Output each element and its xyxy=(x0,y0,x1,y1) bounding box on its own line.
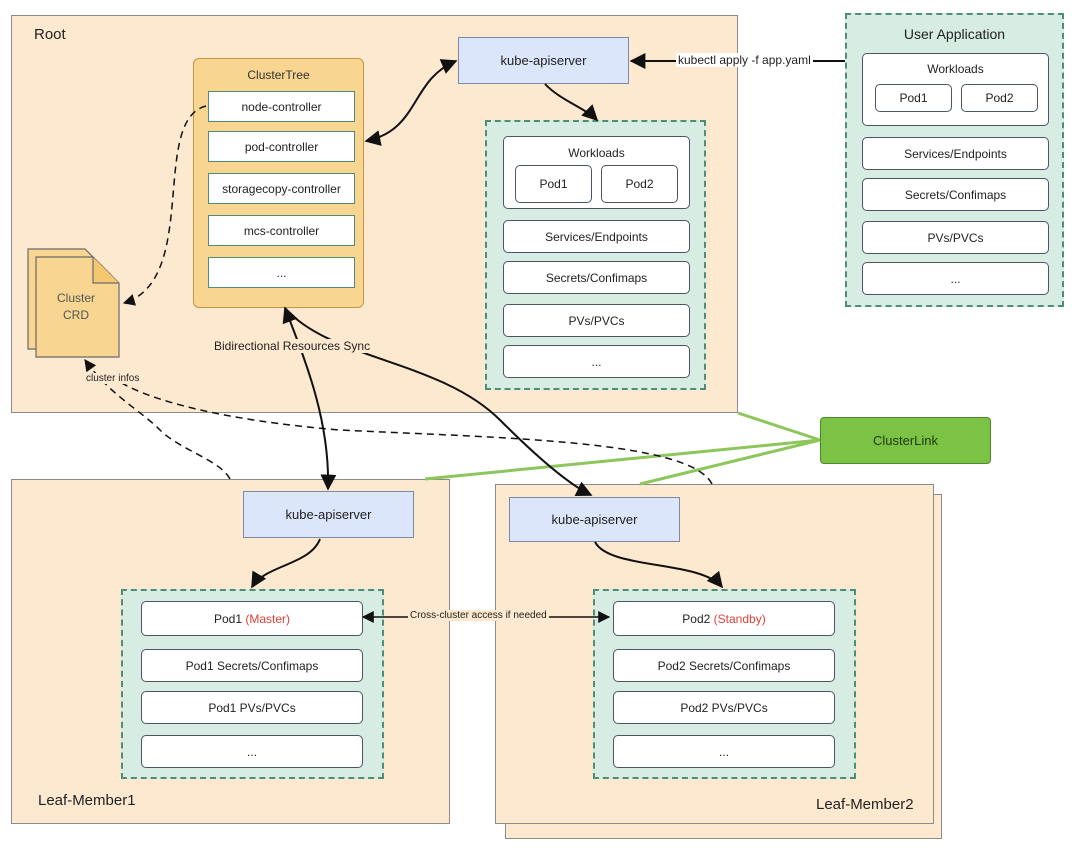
cluster-infos-label: cluster infos xyxy=(84,373,142,384)
root-workloads-title: Workloads xyxy=(568,146,625,160)
root-kube-apiserver[interactable]: kube-apiserver xyxy=(458,37,629,84)
kubectl-label: kubectl apply -f app.yaml xyxy=(676,53,813,67)
user-workloads-group: Workloads Pod1 Pod2 xyxy=(862,53,1049,126)
root-workloads-box: Workloads Pod1 Pod2 Services/Endpoints S… xyxy=(485,120,706,390)
controller-more[interactable]: ... xyxy=(208,257,355,288)
leaf2-kube-apiserver[interactable]: kube-apiserver xyxy=(509,497,680,542)
leaf1-pod-name: Pod1 xyxy=(213,611,242,626)
crd-line2: CRD xyxy=(63,308,89,322)
user-workloads-more[interactable]: ... xyxy=(862,262,1049,295)
root-pod1[interactable]: Pod1 xyxy=(515,165,592,203)
root-workloads-more[interactable]: ... xyxy=(503,345,690,378)
leaf2-pvs-pvcs[interactable]: Pod2 PVs/PVCs xyxy=(613,691,835,724)
leaf2-more[interactable]: ... xyxy=(613,735,835,768)
crd-line1: Cluster xyxy=(56,291,95,305)
root-workloads-group: Workloads Pod1 Pod2 xyxy=(503,136,690,209)
cross-cluster-label: Cross-cluster access if needed xyxy=(408,610,549,621)
leaf2-pod[interactable]: Pod2 (Standby) xyxy=(613,601,835,636)
cluster-crd-label: Cluster CRD xyxy=(36,290,116,324)
leaf1-secrets-configmaps[interactable]: Pod1 Secrets/Confimaps xyxy=(141,649,363,682)
leaf1-kube-apiserver[interactable]: kube-apiserver xyxy=(243,491,414,538)
leaf2-pod-name: Pod2 xyxy=(682,611,711,626)
user-pod2[interactable]: Pod2 xyxy=(961,84,1038,112)
cluster-crd-document-icon xyxy=(27,248,120,358)
node-controller[interactable]: node-controller xyxy=(208,91,355,122)
user-workloads-title: Workloads xyxy=(927,62,984,76)
root-secrets-configmaps[interactable]: Secrets/Confimaps xyxy=(503,261,690,294)
pod-controller[interactable]: pod-controller xyxy=(208,131,355,162)
cluster-tree-title: ClusterTree xyxy=(247,68,310,82)
user-application-box: User Application Workloads Pod1 Pod2 Ser… xyxy=(845,13,1064,307)
leaf2-secrets-configmaps[interactable]: Pod2 Secrets/Confimaps xyxy=(613,649,835,682)
user-pvs-pvcs[interactable]: PVs/PVCs xyxy=(862,221,1049,254)
user-secrets-configmaps[interactable]: Secrets/Confimaps xyxy=(862,178,1049,211)
user-services-endpoints[interactable]: Services/Endpoints xyxy=(862,137,1049,170)
user-application-title: User Application xyxy=(903,26,1006,42)
leaf1-more[interactable]: ... xyxy=(141,735,363,768)
cluster-tree: ClusterTree node-controller pod-controll… xyxy=(193,58,364,308)
clusterlink-lines xyxy=(424,411,821,486)
leaf2-workloads-box: Pod2 (Standby) Pod2 Secrets/Confimaps Po… xyxy=(593,589,856,779)
mcs-controller[interactable]: mcs-controller xyxy=(208,215,355,246)
sync-label: Bidirectional Resources Sync xyxy=(212,339,373,353)
root-pvs-pvcs[interactable]: PVs/PVCs xyxy=(503,304,690,337)
clusterlink-box[interactable]: ClusterLink xyxy=(820,417,991,464)
leaf1-pvs-pvcs[interactable]: Pod1 PVs/PVCs xyxy=(141,691,363,724)
leaf1-pod[interactable]: Pod1 (Master) xyxy=(141,601,363,636)
leaf2-pod-role: (Standby) xyxy=(713,611,766,626)
leaf1-workloads-box: Pod1 (Master) Pod1 Secrets/Confimaps Pod… xyxy=(121,589,384,779)
root-label: Root xyxy=(34,26,66,43)
leaf-member1-label: Leaf-Member1 xyxy=(38,792,136,809)
storagecopy-controller[interactable]: storagecopy-controller xyxy=(208,173,355,204)
root-services-endpoints[interactable]: Services/Endpoints xyxy=(503,220,690,253)
user-pod1[interactable]: Pod1 xyxy=(875,84,952,112)
leaf-member2-label: Leaf-Member2 xyxy=(816,796,914,813)
root-pod2[interactable]: Pod2 xyxy=(601,165,678,203)
leaf1-pod-role: (Master) xyxy=(245,611,291,626)
